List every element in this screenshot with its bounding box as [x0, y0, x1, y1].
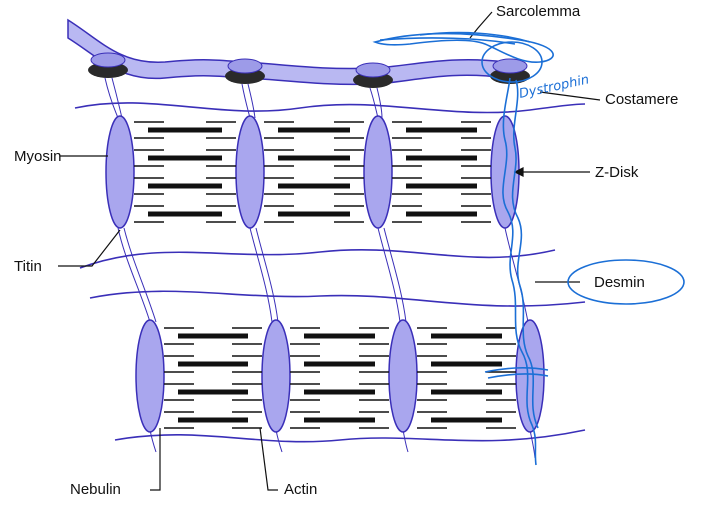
zdisk-label: Z-Disk: [595, 164, 639, 181]
z-disk-8: [515, 319, 545, 433]
costamere-cap-2: [227, 58, 263, 74]
middle-line-2: [89, 290, 586, 307]
z-disks-lower: [135, 319, 545, 433]
costamere-cap-3: [355, 62, 391, 78]
sarcolemma-membrane: [67, 18, 506, 86]
desmin-label: Desmin: [594, 274, 645, 291]
costamere-circle: [481, 41, 543, 83]
z-disk-1: [105, 115, 135, 229]
z-disk-7: [388, 319, 418, 433]
desmin-trace-2: [511, 79, 539, 429]
myosin-label: Myosin: [14, 148, 62, 165]
actin-label: Actin: [284, 481, 317, 498]
pen-annotations: [372, 31, 685, 466]
actin-leader: [259, 427, 278, 491]
titin-label: Titin: [14, 258, 42, 275]
upper-membrane-line: [74, 102, 586, 114]
filament-layer: [134, 121, 516, 429]
z-disks-upper: [105, 115, 520, 229]
costamere-group: [88, 52, 530, 88]
z-disk-5: [135, 319, 165, 433]
nebulin-label: Nebulin: [70, 481, 121, 498]
middle-line-1: [79, 249, 556, 269]
desmin-zdisk-scribble: [484, 367, 549, 379]
z-disk-3: [363, 115, 393, 229]
sarcolemma-label: Sarcolemma: [496, 3, 581, 20]
desmin-circle: [567, 259, 685, 305]
sarcolemma-scribble: [372, 32, 554, 63]
boundary-lines: [74, 102, 586, 443]
costamere-cap-4: [492, 58, 528, 74]
z-disk-6: [261, 319, 291, 433]
nebulin-leader: [150, 428, 161, 491]
costamere-cap-1: [90, 52, 126, 68]
costamere-leader: [539, 91, 601, 101]
z-disk-2: [235, 115, 265, 229]
costamere-label: Costamere: [605, 91, 678, 108]
titin-leader: [58, 229, 121, 267]
zdisk-arrow: [513, 167, 524, 177]
bottom-line: [114, 429, 586, 443]
desmin-trace: [502, 77, 537, 466]
connector-strands: [104, 77, 536, 459]
